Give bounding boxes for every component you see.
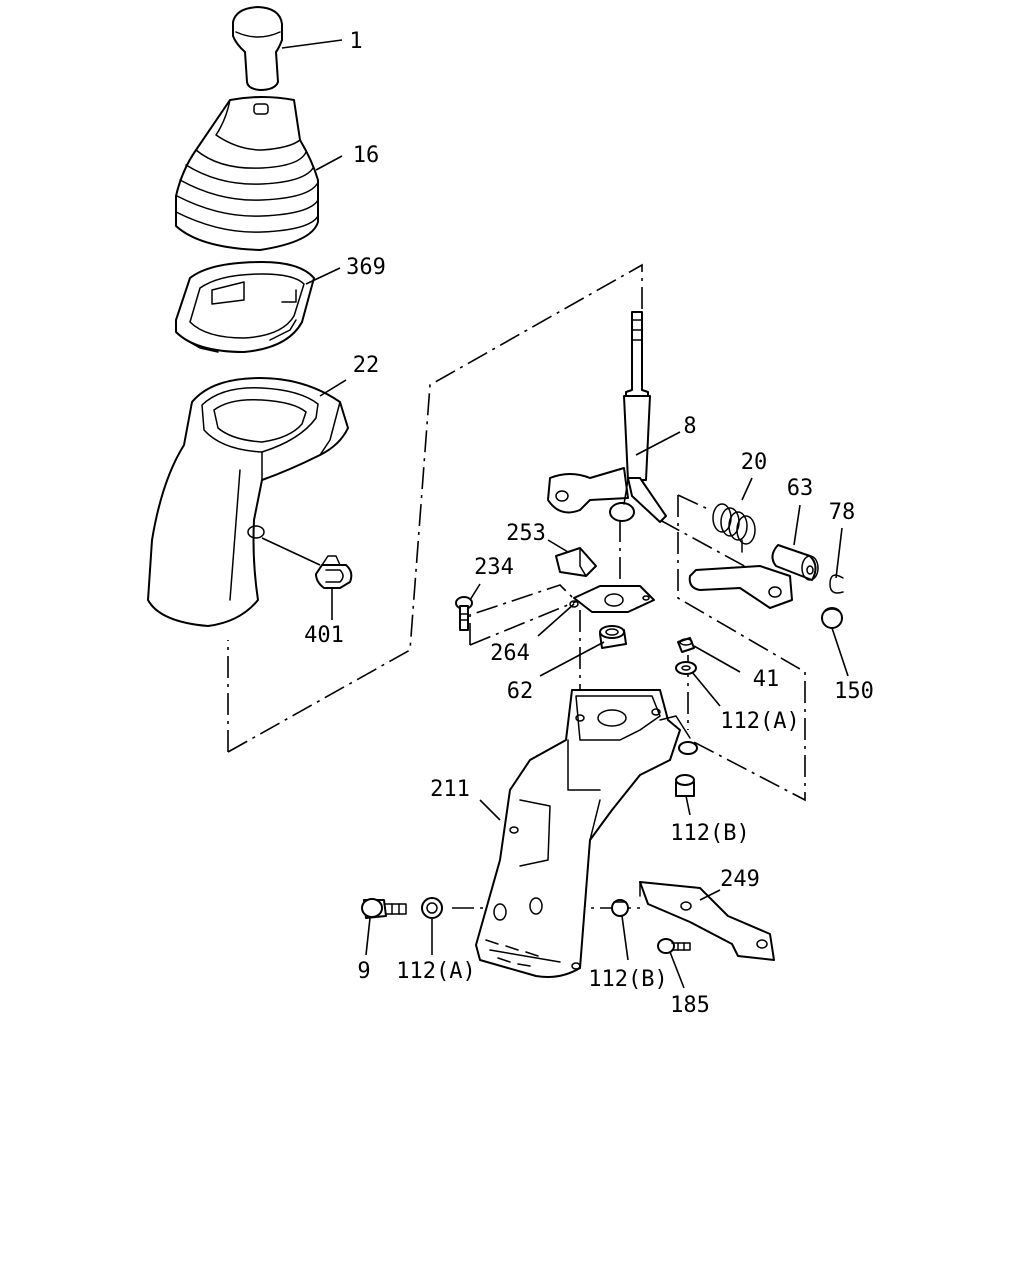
bushing-b-bottom <box>611 899 629 917</box>
callout-249: 249 <box>720 867 760 892</box>
callout-401: 401 <box>304 623 344 648</box>
callout-185: 185 <box>670 993 710 1018</box>
callout-labels: 1 16 369 22 401 8 20 63 78 253 234 264 6… <box>304 29 874 1018</box>
callout-78: 78 <box>829 500 856 525</box>
callout-16: 16 <box>353 143 380 168</box>
boot-frame <box>175 261 315 353</box>
callout-112b-top: 112(B) <box>670 821 749 846</box>
callout-9: 9 <box>357 959 370 984</box>
console-cover <box>147 377 349 627</box>
lever-bracket <box>475 689 698 978</box>
washer-a-top <box>675 661 697 675</box>
callout-63: 63 <box>787 476 814 501</box>
callout-20: 20 <box>741 450 768 475</box>
callout-8: 8 <box>683 414 696 439</box>
mounting-plate <box>639 881 775 961</box>
retainer-plate <box>569 585 655 613</box>
bracket-bolt <box>657 938 691 954</box>
shift-lever <box>547 311 667 523</box>
pivot-pin <box>771 544 819 581</box>
hex-nut <box>677 637 695 653</box>
return-spring <box>712 503 756 553</box>
mounting-bolt <box>455 596 473 631</box>
callout-22: 22 <box>353 353 380 378</box>
bushing-b-top <box>675 774 695 797</box>
end-cap <box>821 607 843 629</box>
callout-369: 369 <box>346 255 386 280</box>
callout-234: 234 <box>474 555 514 580</box>
shift-knob <box>232 6 283 91</box>
callout-62: 62 <box>507 679 534 704</box>
callout-41: 41 <box>753 667 780 692</box>
callout-112a-bot: 112(A) <box>396 959 475 984</box>
callout-1: 1 <box>349 29 362 54</box>
clip-fastener <box>315 555 353 589</box>
callout-150: 150 <box>834 679 874 704</box>
pivot-bolt <box>361 898 407 919</box>
damper-block <box>555 547 597 577</box>
callout-211: 211 <box>430 777 470 802</box>
callout-112b-bot: 112(B) <box>588 967 667 992</box>
leader-lines <box>261 39 849 989</box>
callout-112a-top: 112(A) <box>720 709 799 734</box>
shift-boot <box>175 96 319 251</box>
callout-264: 264 <box>490 641 530 666</box>
callout-253: 253 <box>506 521 546 546</box>
select-lever <box>688 565 793 609</box>
washer-a-bottom <box>421 897 443 919</box>
assembly-boundary <box>227 263 806 909</box>
pivot-bushing <box>599 625 627 649</box>
